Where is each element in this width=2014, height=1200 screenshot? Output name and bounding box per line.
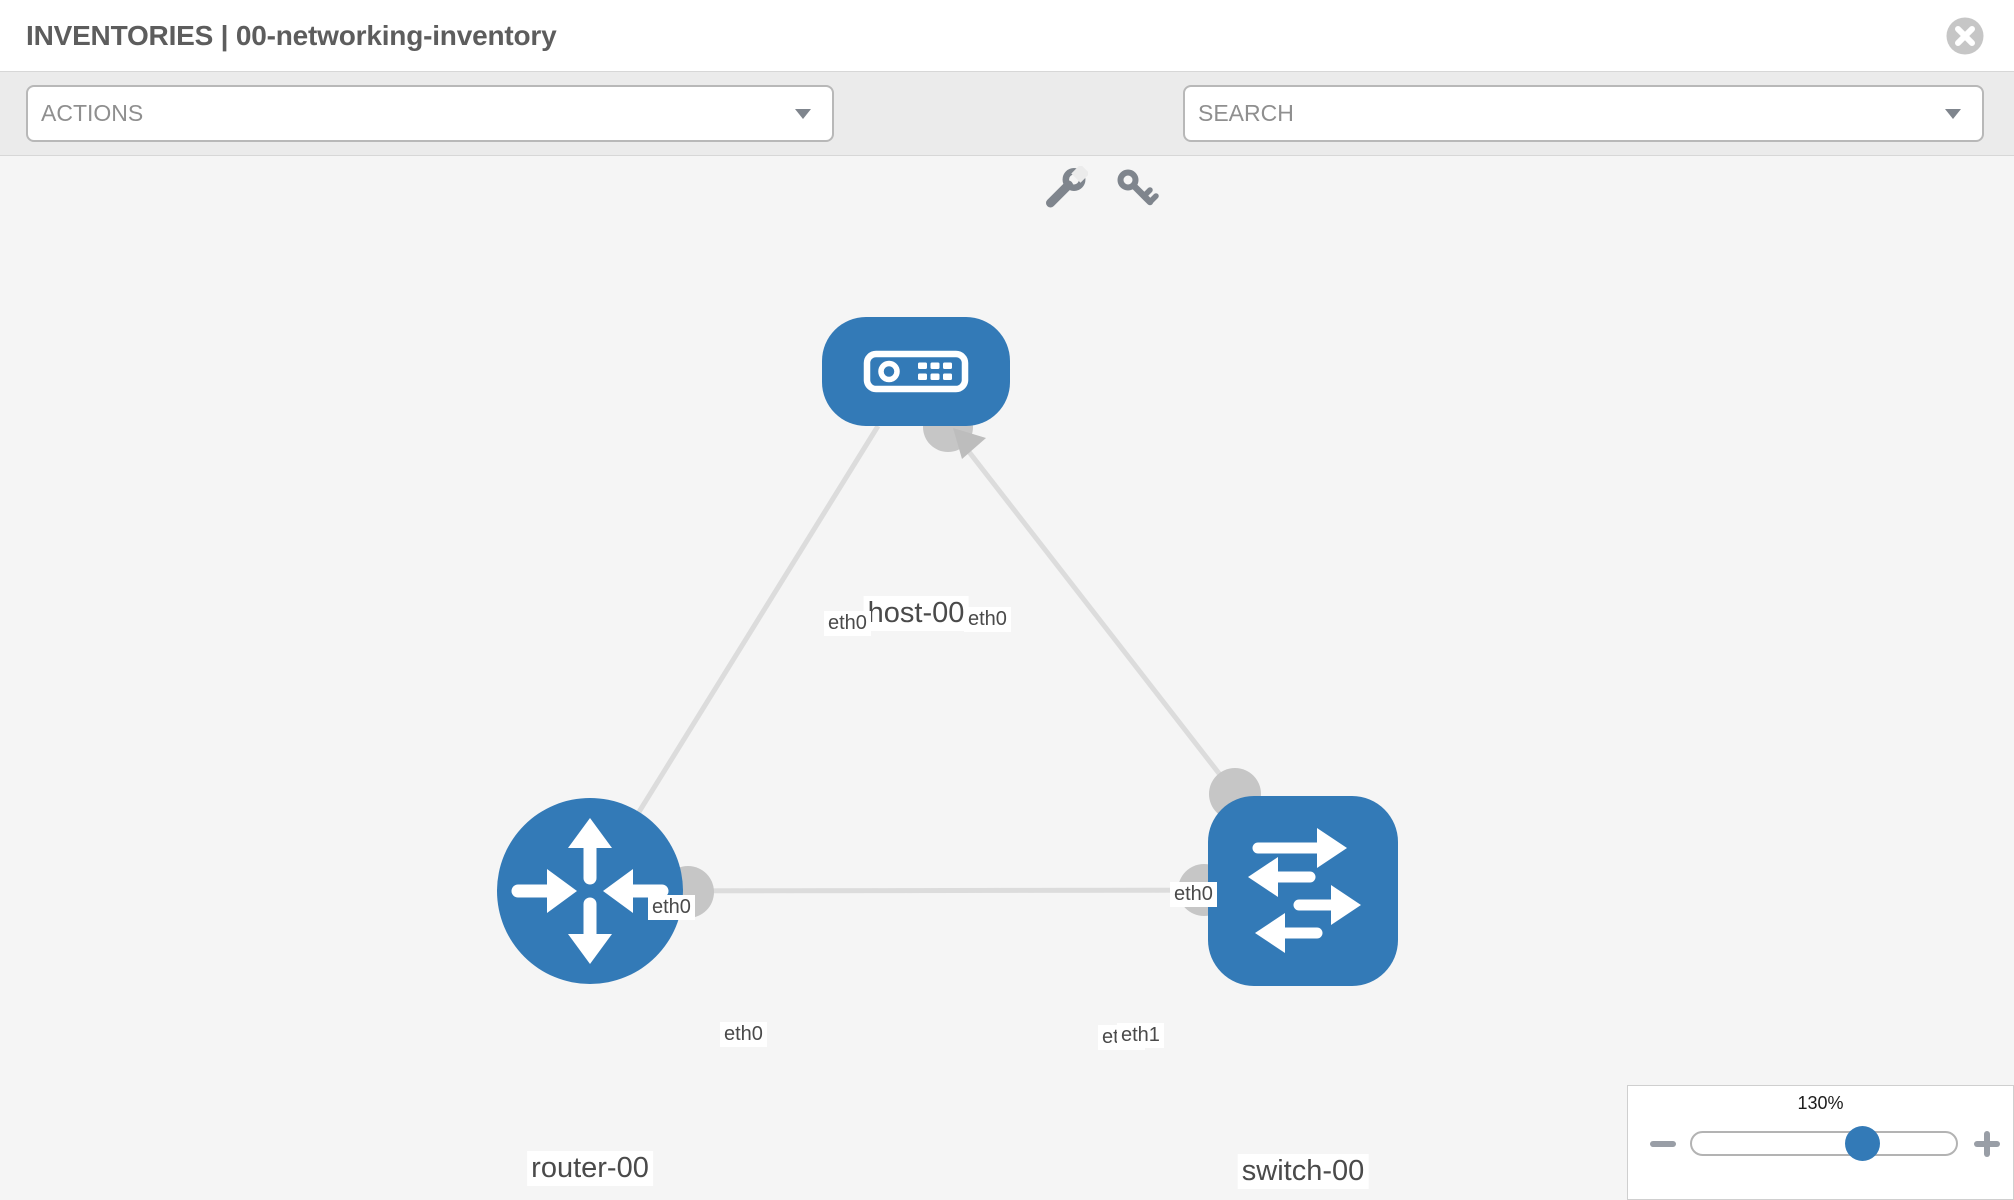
switch-icon [1248,828,1361,953]
interface-label: eth0 [648,895,695,920]
links-layer [587,424,1304,894]
configure-button[interactable] [1042,164,1090,212]
interface-label: eth0 [824,611,871,636]
node-router-00[interactable] [497,798,683,984]
interface-label: eth0 [720,1022,767,1047]
minus-icon [1650,1141,1676,1147]
node-label-switch: switch-00 [1237,1154,1369,1190]
interface-label: eth0 [964,607,1011,632]
chevron-down-icon [1945,108,1961,119]
plus-icon [1984,1131,1990,1157]
node-label-router: router-00 [527,1151,653,1187]
node-host-00[interactable] [822,317,1010,426]
node-label-host: host-00 [863,596,969,632]
zoom-in-button[interactable] [1969,1126,2005,1162]
link-arrowhead [953,428,986,459]
endpoints-layer [662,402,1261,918]
search-placeholder: SEARCH [1198,100,1294,126]
topology-canvas[interactable]: host-00 router-00 switch-00 eth0 eth0 et… [0,156,2014,1200]
zoom-slider-thumb[interactable] [1845,1126,1880,1161]
actions-dropdown-label: ACTIONS [41,100,144,126]
link-switch-host[interactable] [950,428,1237,796]
zoom-out-button[interactable] [1645,1126,1681,1162]
key-icon [1117,169,1159,206]
interface-label: eth0 [1170,882,1217,907]
search-dropdown[interactable]: SEARCH [1183,85,1984,142]
zoom-level: 130% [1797,1093,1844,1113]
toolbar: ACTIONS SEARCH [0,72,2014,208]
chevron-down-icon [795,108,811,119]
node-switch-00[interactable] [1208,796,1398,986]
router-icon [511,818,669,964]
page-header: INVENTORIES | 00-networking-inventory [0,0,2014,72]
interface-label: eth1 [1117,1023,1164,1048]
topology-graph [497,317,1398,986]
wrench-icon [1046,164,1090,208]
credentials-button[interactable] [1114,166,1160,212]
close-icon [1946,17,1984,55]
actions-dropdown[interactable]: ACTIONS [26,85,834,142]
page-title: INVENTORIES | 00-networking-inventory [26,19,557,51]
close-button[interactable] [1946,17,1984,55]
zoom-slider[interactable] [1690,1131,1958,1156]
host-icon [863,350,969,393]
zoom-control: 130% [1627,1085,2014,1200]
